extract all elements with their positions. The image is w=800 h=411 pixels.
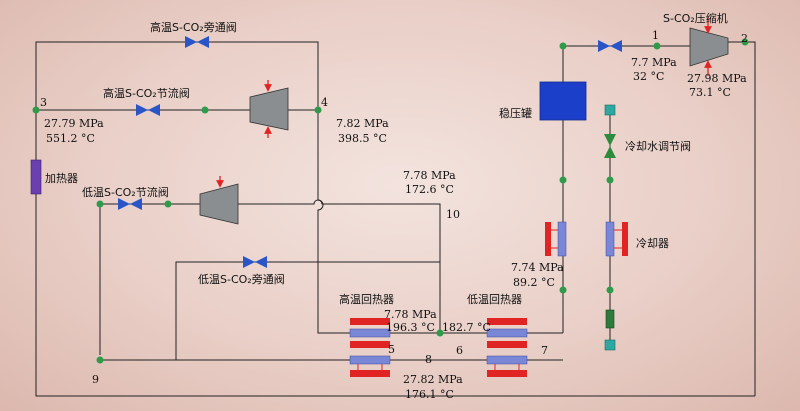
label-lp-throttle-valve: 低温S-CO₂节流阀 (82, 185, 169, 199)
cond-s10-temp: 172.6 °C (405, 183, 454, 196)
state-point-1: 1 (652, 29, 659, 42)
state-point-5: 5 (388, 343, 395, 356)
label-heater: 加热器 (45, 172, 78, 185)
cond-s8-temp: 176.1 °C (405, 388, 454, 401)
lt-recuperator-lower[interactable] (486, 355, 528, 377)
label-hp-bypass-valve: 高温S-CO₂旁通阀 (150, 20, 237, 34)
state-point-3: 3 (40, 96, 47, 109)
label-lp-bypass-valve: 低温S-CO₂旁通阀 (198, 272, 285, 286)
s-co2-compressor[interactable] (689, 18, 729, 76)
lt-recuperator-upper[interactable] (486, 318, 528, 348)
valve-compressor-inlet[interactable] (598, 40, 622, 52)
junction-nodes (32, 38, 749, 364)
cooling-water-inlet (604, 104, 616, 116)
label-lt-recuperator: 低温回热器 (467, 293, 522, 306)
cond-lt-temp: 89.2 °C (513, 276, 555, 289)
label-compressor: S-CO₂压缩机 (663, 11, 728, 25)
valve-hp-throttle[interactable] (136, 104, 160, 116)
cond-s10-pressure: 7.78 MPa (403, 169, 456, 182)
cond-s6-temp: 182.7 °C (442, 321, 491, 334)
state-point-9: 9 (92, 373, 99, 386)
valve-hp-bypass[interactable] (185, 36, 209, 48)
valve-lp-bypass[interactable] (243, 256, 267, 268)
state-point-2: 2 (741, 32, 748, 45)
ht-recuperator-lower[interactable] (349, 355, 391, 377)
label-cooler: 冷却器 (636, 237, 669, 250)
valve-lp-throttle[interactable] (118, 198, 142, 210)
heater[interactable] (30, 159, 42, 195)
cond-lt-pressure: 7.74 MPa (511, 261, 564, 274)
cooling-water-pump[interactable] (605, 309, 615, 329)
ht-recuperator-upper[interactable] (349, 318, 391, 348)
cooler[interactable] (605, 221, 628, 257)
cond-s4-pressure: 7.82 MPa (336, 117, 389, 130)
cond-ht-pressure: 7.78 MPa (384, 308, 437, 321)
accumulator-tank[interactable] (539, 81, 587, 121)
label-cooling-valve: 冷却水调节阀 (625, 139, 691, 153)
state-point-4: 4 (321, 96, 328, 109)
state-point-6: 6 (456, 344, 463, 357)
cond-s3-pressure: 27.79 MPa (44, 117, 104, 130)
cooling-water-outlet (604, 339, 616, 351)
cond-s1-pressure: 7.7 MPa (631, 56, 677, 69)
lt-recuperator-vertical[interactable] (545, 221, 567, 257)
valve-cooling-water[interactable] (604, 134, 616, 158)
cond-s4-temp: 398.5 °C (338, 132, 387, 145)
cond-s1-temp: 32 °C (633, 70, 664, 83)
cond-s8-pressure: 27.82 MPa (403, 373, 463, 386)
state-point-7: 7 (541, 344, 548, 357)
label-accumulator: 稳压罐 (499, 106, 532, 120)
cond-s2-temp: 73.1 °C (689, 86, 731, 99)
lp-turbine[interactable] (199, 176, 239, 225)
cond-s2-pressure: 27.98 MPa (687, 72, 747, 85)
label-hp-throttle-valve: 高温S-CO₂节流阀 (103, 86, 190, 100)
cond-ht-temp: 196.3 °C (386, 321, 435, 334)
cond-s3-temp: 551.2 °C (46, 132, 95, 145)
state-point-10: 10 (446, 208, 460, 221)
state-point-8: 8 (425, 353, 432, 366)
hp-turbine[interactable] (249, 80, 289, 138)
label-ht-recuperator: 高温回热器 (339, 292, 394, 306)
